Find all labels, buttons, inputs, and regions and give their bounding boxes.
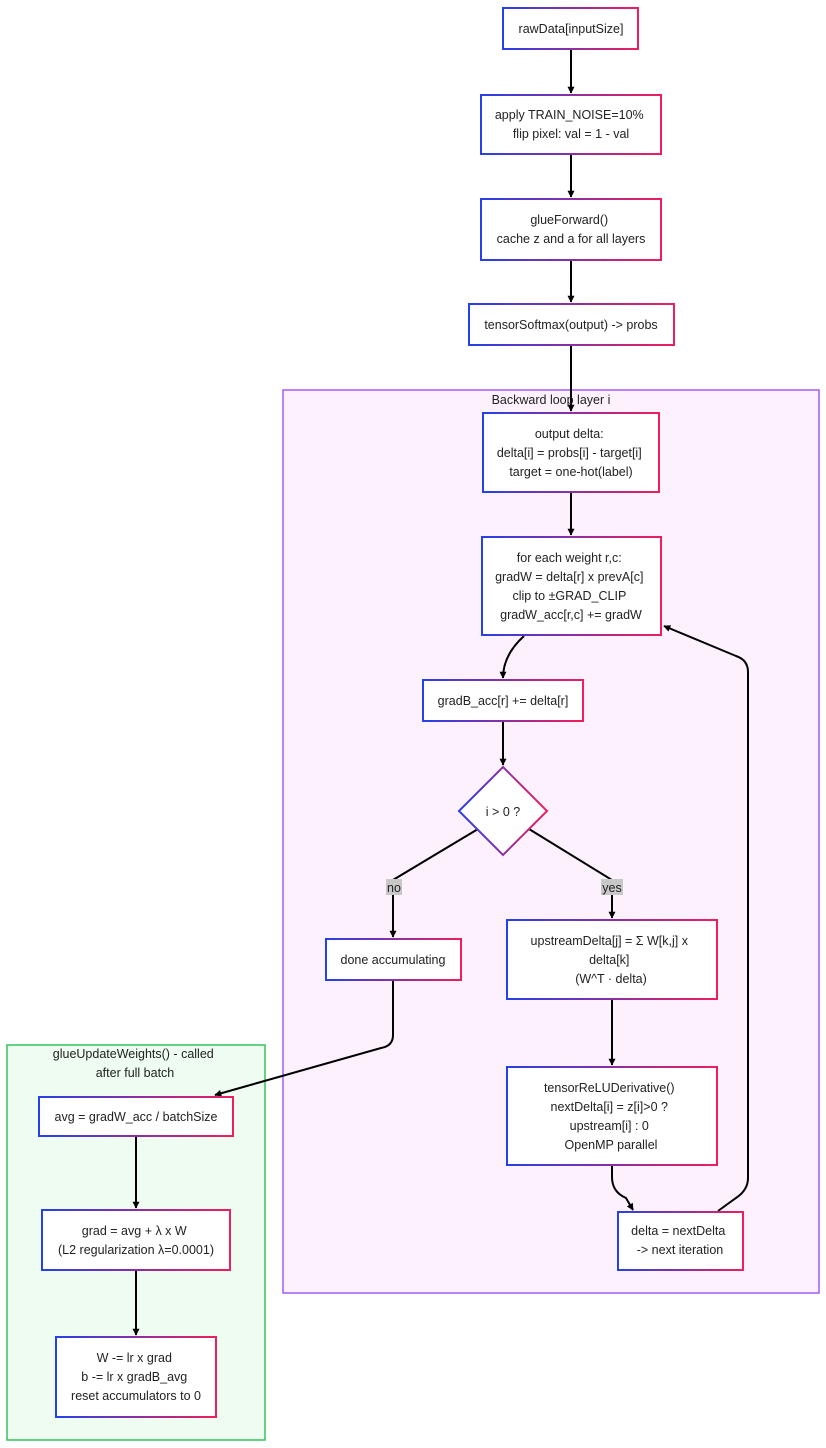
node-decision-text: i > 0 ? <box>486 805 520 819</box>
node-l2-regularization-text: grad = avg + λ x W (L2 regularization λ=… <box>58 1224 214 1257</box>
node-raw-data-text: rawData[inputSize] <box>519 22 624 36</box>
node-train-noise[interactable]: apply TRAIN_NOISE=10% flip pixel: val = … <box>480 94 662 155</box>
node-relu-derivative-text: tensorReLUDerivative() nextDelta[i] = z[… <box>544 1081 678 1152</box>
edges <box>132 50 749 1336</box>
backward-loop-title: Backward loop layer i <box>492 393 611 407</box>
node-grad-b[interactable]: gradB_acc[r] += delta[r] <box>422 679 584 722</box>
node-glue-forward-text: glueForward() cache z and a for all laye… <box>497 213 646 246</box>
nodes: rawData[inputSize] apply TRAIN_NOISE=10%… <box>38 7 744 1418</box>
node-raw-data[interactable]: rawData[inputSize] <box>502 7 639 50</box>
node-avg[interactable]: avg = gradW_acc / batchSize <box>38 1096 234 1137</box>
edge-labels: no yes <box>386 879 623 895</box>
node-output-delta[interactable]: output delta: delta[i] = probs[i] - targ… <box>482 412 660 493</box>
node-grad-b-text: gradB_acc[r] += delta[r] <box>438 694 569 708</box>
edge-label-no: no <box>387 881 401 895</box>
node-upstream-delta[interactable]: upstreamDelta[j] = Σ W[k,j] x delta[k] (… <box>506 919 718 1000</box>
node-grad-w[interactable]: for each weight r,c: gradW = delta[r] x … <box>481 536 662 636</box>
node-next-delta[interactable]: delta = nextDelta -> next iteration <box>617 1211 744 1271</box>
node-tensor-softmax[interactable]: tensorSoftmax(output) -> probs <box>468 303 675 346</box>
node-done-accumulating-text: done accumulating <box>341 953 446 967</box>
node-decision[interactable]: i > 0 ? <box>457 765 549 857</box>
node-train-noise-text: apply TRAIN_NOISE=10% flip pixel: val = … <box>495 108 647 141</box>
node-l2-regularization[interactable]: grad = avg + λ x W (L2 regularization λ=… <box>41 1209 231 1271</box>
node-tensor-softmax-text: tensorSoftmax(output) -> probs <box>484 318 657 332</box>
node-upstream-delta-text: upstreamDelta[j] = Σ W[k,j] x delta[k] (… <box>531 934 692 986</box>
node-glue-forward[interactable]: glueForward() cache z and a for all laye… <box>480 198 662 261</box>
edge-label-yes: yes <box>602 881 621 895</box>
node-output-delta-text: output delta: delta[i] = probs[i] - targ… <box>497 427 645 479</box>
cluster-titles: Backward loop layer i glueUpdateWeights(… <box>53 393 611 1080</box>
node-next-delta-text: delta = nextDelta -> next iteration <box>631 1224 729 1257</box>
edge-next-gradw <box>663 625 749 1212</box>
node-done-accumulating[interactable]: done accumulating <box>325 938 462 981</box>
edge-gradw-gradb <box>499 635 525 679</box>
clusters <box>6 389 820 1441</box>
node-weight-update-text: W -= lr x grad b -= lr x gradB_avg reset… <box>71 1351 201 1403</box>
edge-label-yes-bg <box>601 879 623 895</box>
update-weights-title: glueUpdateWeights() - called after full … <box>53 1047 217 1080</box>
edge-done-avg <box>214 981 394 1097</box>
node-weight-update[interactable]: W -= lr x grad b -= lr x gradB_avg reset… <box>55 1336 217 1418</box>
node-relu-derivative[interactable]: tensorReLUDerivative() nextDelta[i] = z[… <box>506 1066 718 1166</box>
node-grad-w-text: for each weight r,c: gradW = delta[r] x … <box>495 551 647 622</box>
edge-relu-next <box>611 1166 634 1211</box>
edge-label-no-bg <box>386 879 402 895</box>
node-avg-text: avg = gradW_acc / batchSize <box>55 1110 218 1124</box>
